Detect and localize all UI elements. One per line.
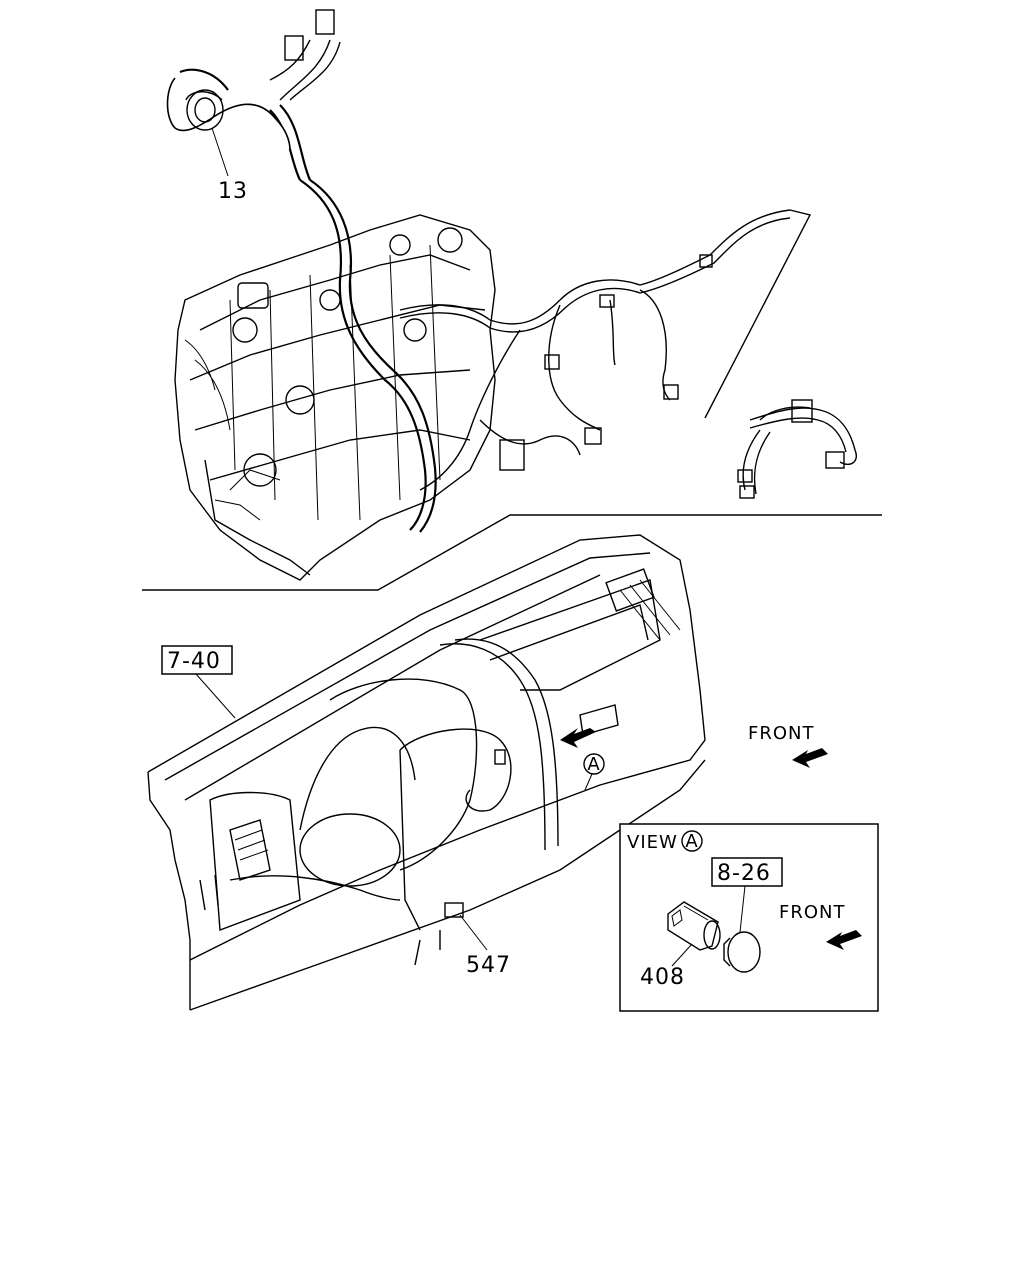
front-label-inset: FRONT <box>779 902 846 923</box>
ref-letter: A <box>587 754 600 775</box>
callout-8-26: 8-26 <box>717 861 771 886</box>
front-arrow-icon <box>826 930 862 950</box>
callout-547: 547 <box>466 953 511 978</box>
section-divider <box>142 514 882 591</box>
front-arrow-icon <box>560 728 596 748</box>
callout-7-40: 7-40 <box>167 649 221 674</box>
view-letter: A <box>685 831 698 852</box>
callout-13: 13 <box>218 179 248 204</box>
circled-a-icon: A <box>681 830 703 852</box>
callout-7-40-box <box>161 645 233 675</box>
view-label: VIEW <box>627 832 678 853</box>
engine-assembly <box>166 9 857 581</box>
view-a-inset: VIEW A 8-26 FRONT 408 <box>619 823 879 1012</box>
circled-a-icon: A <box>583 753 605 775</box>
callout-8-26-box <box>711 857 783 887</box>
callout-408: 408 <box>640 965 685 990</box>
front-arrow-icon <box>792 748 828 768</box>
front-label-main: FRONT <box>748 723 815 744</box>
instrument-panel <box>147 534 706 1011</box>
